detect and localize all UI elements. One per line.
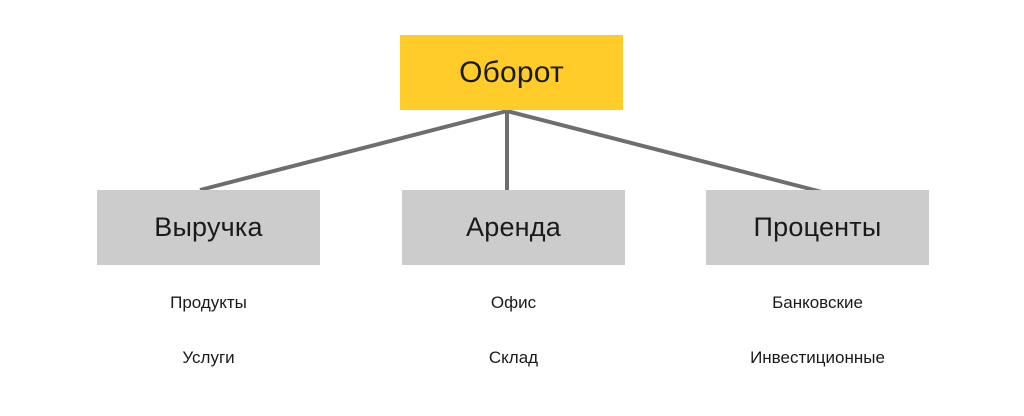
child-node-arenda[interactable]: Аренда [402,190,625,265]
leaf-label-bankovskie: Банковские [772,293,863,312]
connector-root-to-vyruchka [199,109,508,192]
leaf-label-uslugi: Услуги [182,348,235,367]
connector-root-to-protsenty [506,109,823,194]
leaf-label-sklad: Склад [488,348,539,367]
root-node-label: Оборот [459,55,564,89]
leaf-label-ofis: Офис [490,293,537,312]
child-node-protsenty[interactable]: Проценты [706,190,929,265]
root-node-oborot[interactable]: Оборот [400,35,623,110]
child-node-label: Проценты [753,212,882,242]
child-node-label: Аренда [466,212,561,242]
child-node-label: Выручка [154,212,263,242]
leaf-label-investitsionnye: Инвестиционные [750,348,885,367]
child-node-vyruchka[interactable]: Выручка [97,190,320,265]
leaf-label-produkty: Продукты [170,293,247,312]
